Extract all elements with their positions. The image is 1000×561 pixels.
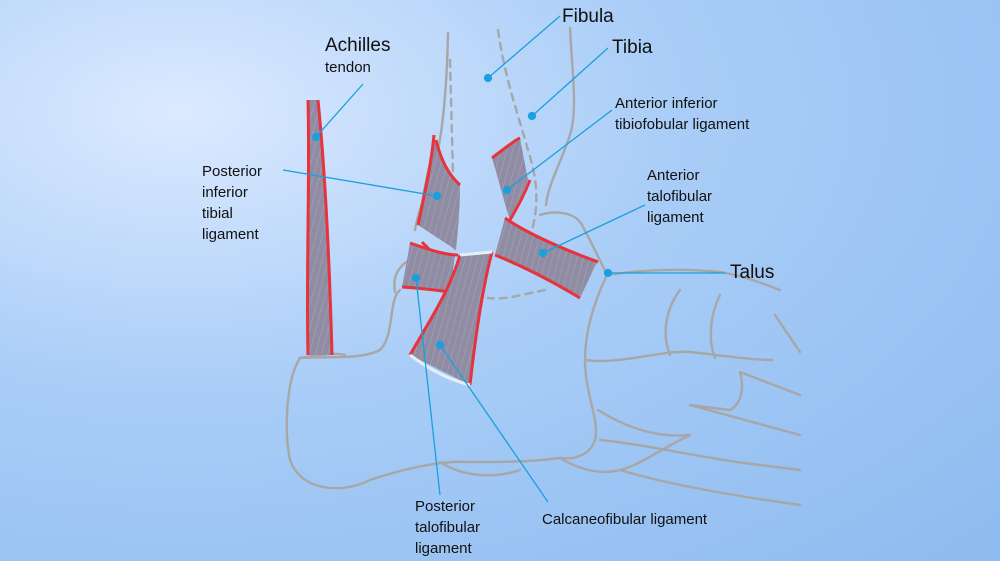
pitl-edge-a [416,134,436,226]
label-ptfl-line3: ligament [415,540,472,557]
cfl-edge-a [408,254,462,356]
metatarsal-4 [598,438,802,472]
talus-dome [538,211,609,277]
pointer-dot-atfl [538,248,548,258]
label-anterior-inferior-tibiofibular-ligament: Anterior inferior tibiofobular ligament [615,93,749,135]
label-fibula: Fibula [562,6,614,27]
label-pitl-line4: ligament [202,226,259,243]
achilles-edge-left [305,99,311,356]
achilles-fibers [307,100,332,355]
label-anterior-talofibular-ligament: Anterior talofibular ligament [647,165,712,228]
aitl-fibers [492,138,528,220]
metatarsal-3 [688,403,802,437]
cfl-edge-b [468,251,494,386]
metatarsal-1 [773,313,802,354]
pointer-dot-talus [603,268,613,278]
metatarsal-base [688,370,744,412]
label-ptfl-line1: Posterior [415,498,476,515]
atfl-edge-a [504,216,599,264]
label-pitl-line3: tibial [202,205,233,222]
pointer-ptfl [415,277,441,496]
label-achilles-tendon: Achilles tendon [325,35,390,78]
pointer-dot-tibia [527,111,537,121]
pointer-dot-pitl [432,191,442,201]
tibia-hidden-edge [496,28,538,232]
bones [285,26,802,507]
aitl-edge-a [491,136,521,160]
pointer-fibula [487,15,561,79]
pointer-pitl [282,169,438,197]
label-talus: Talus [730,262,775,283]
atfl-fibers [495,218,598,298]
label-posterior-inferior-tibial-ligament: Posterior inferior tibial ligament [202,161,262,245]
label-aitl-line2: tibiofobular ligament [615,116,750,133]
sole-line [618,468,802,507]
label-calcaneofibular-ligament: Calcaneofibular ligament [542,511,708,528]
atfl-edge-b [494,253,581,300]
cuneiform-2 [709,293,722,360]
label-atfl-line2: talofibular [647,188,713,205]
cuboid-lower [596,408,692,437]
anterior-inferior-tibiofibular-ligament [491,136,532,221]
label-posterior-talofibular-ligament: Posterior talofibular ligament [415,496,480,559]
calcaneus-bone [285,288,562,490]
metatarsal-2 [738,370,802,397]
label-aitl-line1: Anterior inferior [615,95,718,112]
cfl-top [459,250,493,257]
calcaneofibular-ligament [408,250,494,387]
aitl-edge-b [508,179,532,221]
tibia-bone [544,26,576,207]
pointer-cfl [439,344,549,503]
pointer-dot-fibula [483,73,493,83]
pointer-atfl [542,204,646,254]
pointer-aitl [506,109,613,191]
label-achilles-line1: Achilles [325,35,391,56]
anterior-talofibular-ligament [494,216,599,300]
pitl-edge-b [434,139,462,187]
label-pitl-line2: inferior [202,184,248,201]
label-atfl-line1: Anterior [647,167,700,184]
cfl-fibers [410,252,492,385]
pointer-lines [282,15,725,503]
cuneiform-line [583,350,774,363]
cfl-base [409,353,471,387]
ptfl-tip [420,240,432,252]
talus-hidden-edge [486,288,547,300]
label-atfl-line3: ligament [647,209,704,226]
pointer-dot-ptfl [411,273,421,283]
tuberosity [558,433,692,474]
label-pitl-line1: Posterior [202,163,263,180]
cuneiform-1 [664,288,682,357]
pointer-dot-cfl [435,340,445,350]
ptfl-edge-a [409,241,459,257]
pointer-dot-achilles [311,132,321,142]
calcaneus-sustentaculum [438,460,522,477]
pointer-achilles [315,83,364,138]
pointer-tibia [531,47,609,117]
label-tibia: Tibia [612,37,653,58]
pointer-dot-aitl [502,185,512,195]
navicular-top [605,268,782,292]
label-achilles-line2: tendon [325,59,371,76]
label-ptfl-line2: talofibular [415,519,481,536]
cuboid-edge [558,273,609,460]
